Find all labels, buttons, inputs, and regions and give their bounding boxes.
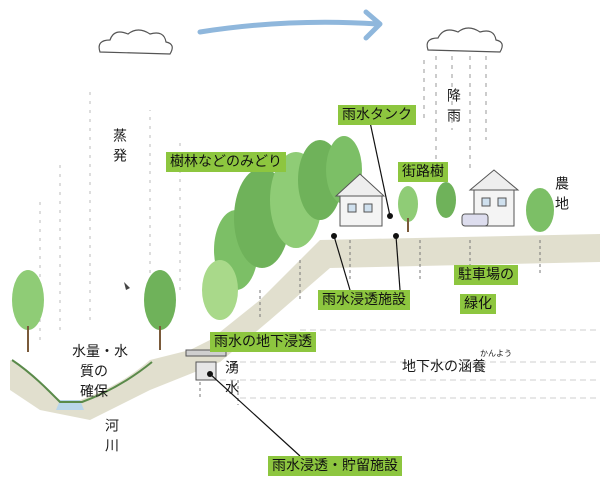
cloud-right-icon (426, 27, 503, 53)
flow-arrow (197, 19, 381, 35)
label-rainfall: 降雨 (445, 88, 461, 128)
label-rain-tank: 雨水タンク (338, 105, 416, 125)
label-water-quantity-1: 水量・水 (72, 344, 128, 360)
rain-lines (423, 56, 487, 170)
label-parking-greening-2: 緑化 (460, 294, 496, 314)
label-rain-infiltration-facility: 雨水浸透施設 (318, 290, 410, 310)
river-bank (11, 359, 153, 403)
label-evaporation: 蒸発 (111, 128, 127, 168)
soil-strata (210, 329, 600, 399)
label-spring-water: 湧水 (223, 360, 239, 400)
street-trees (398, 182, 554, 232)
label-forest-green: 樹林などのみどり (166, 152, 286, 172)
cloud-left-icon (98, 29, 173, 55)
house-right (468, 169, 520, 227)
leader-dots (207, 213, 399, 377)
label-storage-facility: 雨水浸透・貯留施設 (268, 456, 402, 476)
riverside-trees (12, 270, 176, 352)
label-groundwater-ruby: かんよう (480, 349, 512, 358)
label-water-quantity-3: 確保 (80, 384, 108, 400)
infiltration-arrows (199, 240, 541, 405)
label-river: 河川 (103, 418, 119, 458)
leader-lines (209, 121, 401, 457)
house-left (334, 173, 386, 227)
bird-icon (124, 282, 130, 290)
label-groundwater: 地下水の涵養 (402, 360, 486, 374)
ground-surface (10, 234, 600, 420)
label-parking-greening-1: 駐車場の (454, 265, 518, 285)
label-water-quantity-2: 質の (80, 364, 108, 380)
label-groundwater-prefix: 地下水の (402, 359, 458, 375)
label-underground-infiltration: 雨水の地下浸透 (210, 332, 316, 352)
parked-car (461, 213, 489, 227)
label-street-trees: 街路樹 (398, 162, 448, 182)
label-farmland: 農地 (553, 176, 569, 216)
evaporation-lines (39, 90, 181, 340)
forest-trees (202, 136, 362, 320)
infiltration-pipe (185, 349, 227, 357)
label-groundwater-kanji: 涵養 (458, 359, 486, 375)
flow-arrow-head (363, 9, 383, 41)
